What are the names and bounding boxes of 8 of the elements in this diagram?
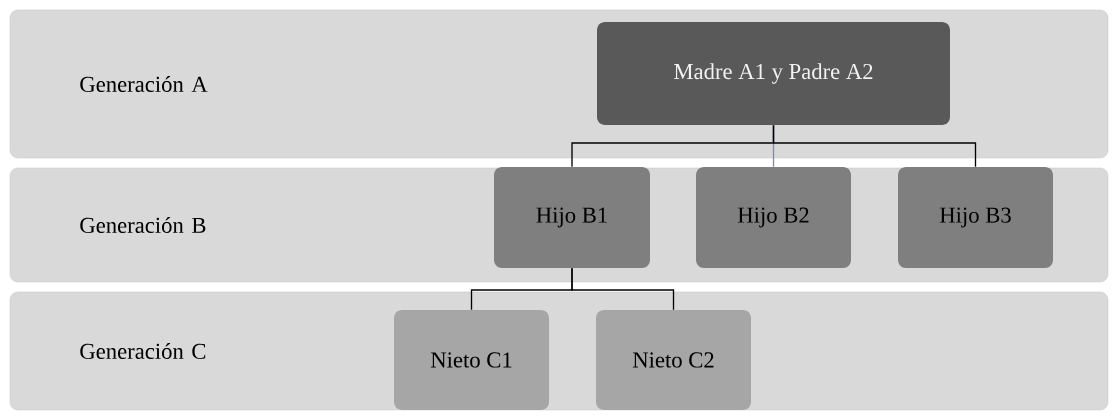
person-box: Hijo B2 <box>696 167 851 268</box>
person-box: Nieto C1 <box>394 310 549 410</box>
connector-line <box>571 267 675 311</box>
person-box: Madre A1 y Padre A2 <box>597 22 950 125</box>
person-box: Hijo B1 <box>494 167 650 268</box>
person-box: Nieto C2 <box>596 310 751 410</box>
person-box: Hijo B3 <box>898 167 1053 268</box>
connector-line <box>772 124 977 168</box>
